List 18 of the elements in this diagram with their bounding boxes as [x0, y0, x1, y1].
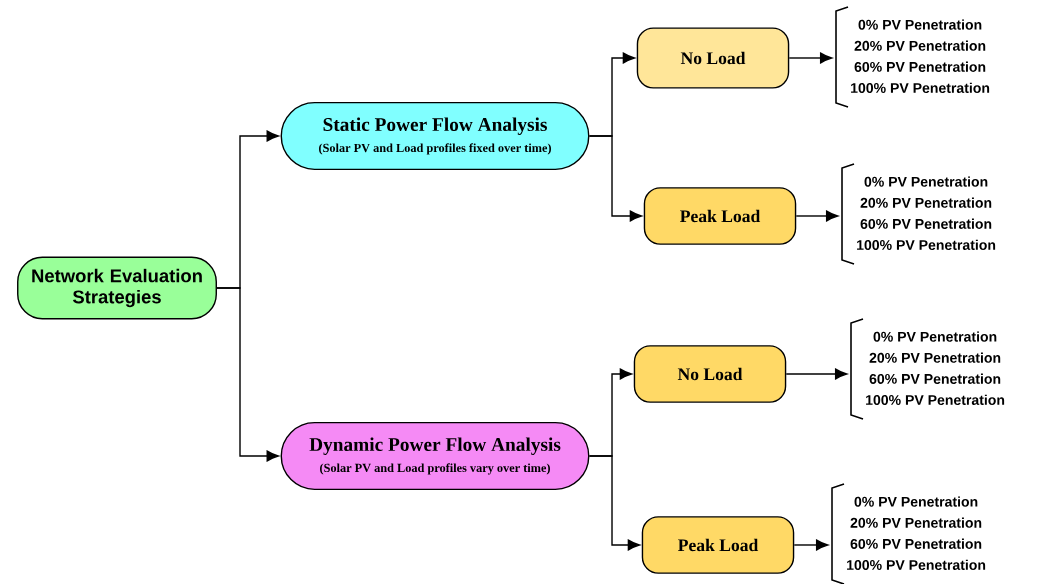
bracketed-list: 0% PV Penetration 20% PV Penetration 60% PV Penetration 100% PV Penetration: [850, 318, 1005, 420]
arrow: [795, 210, 839, 222]
bracketed-list: 0% PV Penetration 20% PV Penetration 60% PV Penetration 100% PV Penetration: [835, 6, 990, 108]
arrow: [788, 52, 833, 64]
rounded-box: Peak Load: [641, 516, 795, 574]
arrow: [793, 539, 829, 551]
arrow: [785, 368, 848, 380]
arrow: [588, 135, 642, 222]
rounded-box: Network Evaluation Strategies: [17, 256, 217, 320]
rounded-box: Peak Load: [643, 187, 797, 245]
arrow: [216, 287, 279, 462]
bracketed-list: 0% PV Penetration 20% PV Penetration 60% PV Penetration 100% PV Penetration: [841, 163, 996, 265]
rounded-box: Dynamic Power Flow Analysis (Solar PV and Load profiles vary over time): [280, 421, 590, 491]
bracketed-list: 0% PV Penetration 20% PV Penetration 60% PV Penetration 100% PV Penetration: [831, 483, 986, 584]
rounded-box: Static Power Flow Analysis (Solar PV and Load profiles fixed over time): [280, 101, 590, 171]
rounded-box: No Load: [636, 27, 790, 89]
arrow: [588, 455, 640, 551]
rounded-box: No Load: [633, 345, 787, 403]
